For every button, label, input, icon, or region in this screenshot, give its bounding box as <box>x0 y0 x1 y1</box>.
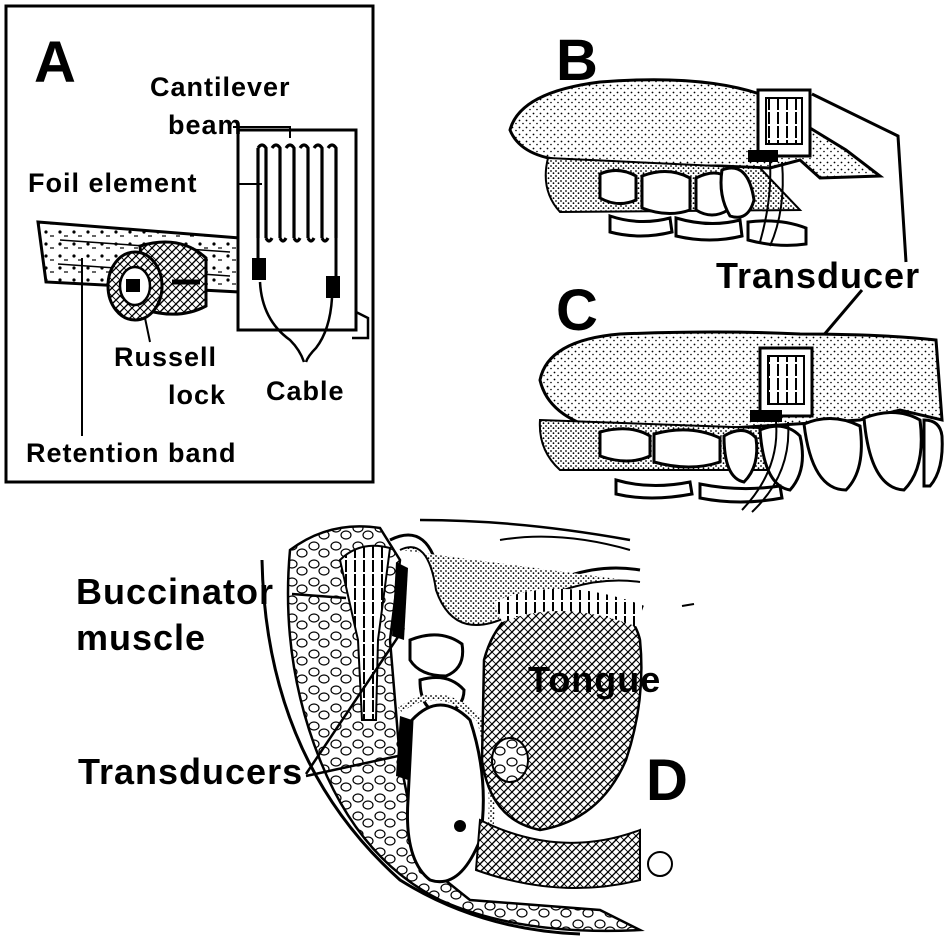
mandible <box>407 705 483 882</box>
buccinator-label-line2: muscle <box>76 620 206 656</box>
tongue-graphic <box>482 596 641 830</box>
panel-d-letter: D <box>646 752 688 810</box>
panel-c <box>540 332 942 512</box>
panel-a-letter: A <box>34 34 76 92</box>
panel-d <box>262 520 694 934</box>
foil-element-label: Foil element <box>28 170 198 197</box>
transducers-label: Transducers <box>78 754 303 790</box>
tongue-label: Tongue <box>528 662 661 698</box>
retention-band-label: Retention band <box>26 440 237 467</box>
transducer-label: Transducer <box>716 258 920 294</box>
cantilever-beam-graphic <box>238 130 368 338</box>
cantilever-label-line1: Cantilever <box>150 74 291 101</box>
panel-c-letter: C <box>556 282 598 340</box>
panel-b <box>510 80 880 246</box>
panel-b-letter: B <box>556 32 598 90</box>
russell-lock-label-line2: lock <box>168 382 226 409</box>
cantilever-label-line2: beam <box>168 112 243 139</box>
cable-label: Cable <box>266 378 345 405</box>
buccinator-label-line1: Buccinator <box>76 574 274 610</box>
russell-lock-label-line1: Russell <box>114 344 217 371</box>
